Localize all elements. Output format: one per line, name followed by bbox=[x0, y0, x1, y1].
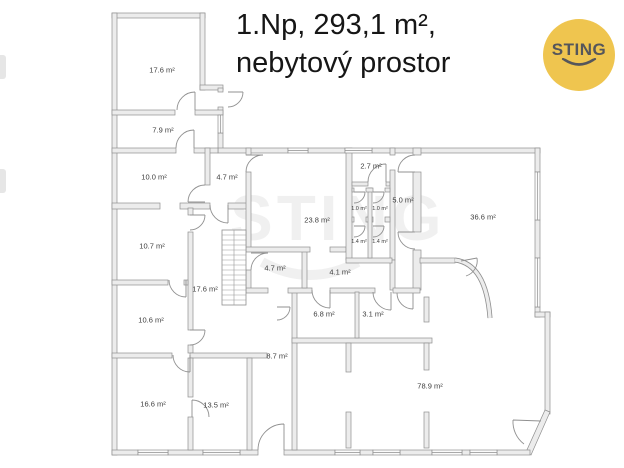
stairs bbox=[221, 229, 247, 306]
room-area-label: 1.0 m² bbox=[372, 206, 388, 212]
watermark: STING bbox=[230, 182, 446, 280]
sting-logo-text: STING bbox=[551, 39, 607, 59]
room-area-label: 10.7 m² bbox=[139, 241, 165, 251]
room-area-label: 4.7 m² bbox=[264, 263, 286, 273]
room-area-label: 4.1 m² bbox=[329, 267, 351, 277]
left-edge-smudge bbox=[0, 55, 6, 79]
room-area-label: 36.6 m² bbox=[470, 212, 496, 222]
windows bbox=[137, 114, 541, 456]
doors bbox=[168, 91, 542, 451]
room-area-label: 17.6 m² bbox=[149, 65, 175, 75]
room-area-label: 23.8 m² bbox=[304, 215, 330, 225]
curved-wall bbox=[454, 257, 493, 319]
room-area-label: 7.9 m² bbox=[152, 125, 174, 135]
room-area-label: 17.6 m² bbox=[192, 284, 218, 294]
room-area-label: 10.6 m² bbox=[138, 315, 164, 325]
room-area-label: 3.1 m² bbox=[362, 309, 384, 319]
room-area-label: 1.4 m² bbox=[351, 239, 367, 245]
room-area-label: 8.7 m² bbox=[266, 351, 288, 361]
room-area-label: 5.0 m² bbox=[392, 195, 414, 205]
plan-title-line2: nebytový prostor bbox=[236, 47, 451, 79]
interior-walls bbox=[111, 109, 456, 451]
room-area-label: 4.7 m² bbox=[216, 172, 238, 182]
sting-smile-icon bbox=[561, 57, 597, 66]
room-area-label: 1.0 m² bbox=[351, 206, 367, 212]
room-area-label: 2.7 m² bbox=[360, 161, 382, 171]
watermark-text: STING bbox=[230, 182, 446, 254]
sting-logo: STING bbox=[543, 19, 615, 91]
plan-title-line1: 1.Np, 293,1 m², bbox=[236, 9, 436, 41]
room-area-label: 6.8 m² bbox=[313, 309, 335, 319]
plan-title: 1.Np, 293,1 m², nebytový prostor bbox=[236, 6, 450, 82]
room-area-label: 13.5 m² bbox=[203, 400, 229, 410]
room-area-label: 16.6 m² bbox=[140, 399, 166, 409]
room-area-label: 78.9 m² bbox=[417, 381, 443, 391]
left-edge-smudge bbox=[0, 169, 6, 193]
room-area-label: 10.0 m² bbox=[141, 172, 167, 182]
room-area-label: 1.4 m² bbox=[372, 239, 388, 245]
